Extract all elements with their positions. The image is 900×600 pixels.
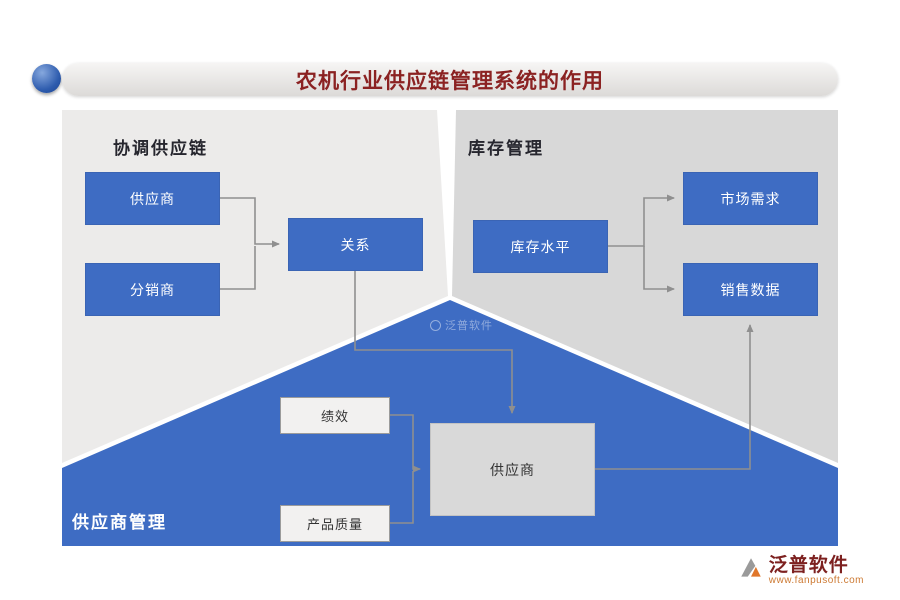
watermark-text: 泛普软件	[445, 320, 493, 332]
brand-url: www.fanpusoft.com	[768, 575, 864, 586]
arrow-distributor-to-relationship	[220, 246, 256, 290]
connector-arrows	[220, 194, 754, 524]
node-inventory-level: 库存水平	[473, 220, 608, 273]
section-title-supplier-management: 供应商管理	[72, 513, 167, 532]
section-title-coordination: 协调供应链	[113, 139, 208, 158]
node-product-quality: 产品质量	[280, 505, 390, 542]
arrow-product-quality-to-supplier	[390, 471, 414, 524]
arrow-performance-to-supplier	[390, 414, 421, 473]
arrow-relationship-to-supplier	[354, 271, 516, 414]
node-supplier-main: 供应商	[430, 423, 595, 516]
arrow-inventory-to-sales-data	[643, 246, 675, 293]
node-performance: 绩效	[280, 397, 390, 434]
page-title: 农机行业供应链管理系统的作用	[296, 67, 604, 93]
node-distributor: 分销商	[85, 263, 220, 316]
section-title-inventory: 库存管理	[468, 139, 544, 158]
node-sales-data: 销售数据	[683, 263, 818, 316]
node-market-demand: 市场需求	[683, 172, 818, 225]
fanpu-logo-icon	[741, 558, 761, 577]
node-supplier: 供应商	[85, 172, 220, 225]
arrow-supplier-to-relationship	[220, 197, 280, 248]
arrow-supplier-to-sales-data	[595, 324, 754, 470]
title-banner: 农机行业供应链管理系统的作用	[62, 63, 838, 96]
brand-footer: 泛普软件 www.fanpusoft.com	[738, 555, 864, 586]
arrow-inventory-to-market-demand	[608, 194, 675, 247]
center-watermark: 泛普软件	[430, 317, 493, 333]
watermark-logo-icon	[430, 319, 441, 331]
brand-name: 泛普软件	[768, 554, 849, 576]
node-relationship: 关系	[288, 218, 423, 271]
title-bullet-circle	[32, 64, 61, 93]
